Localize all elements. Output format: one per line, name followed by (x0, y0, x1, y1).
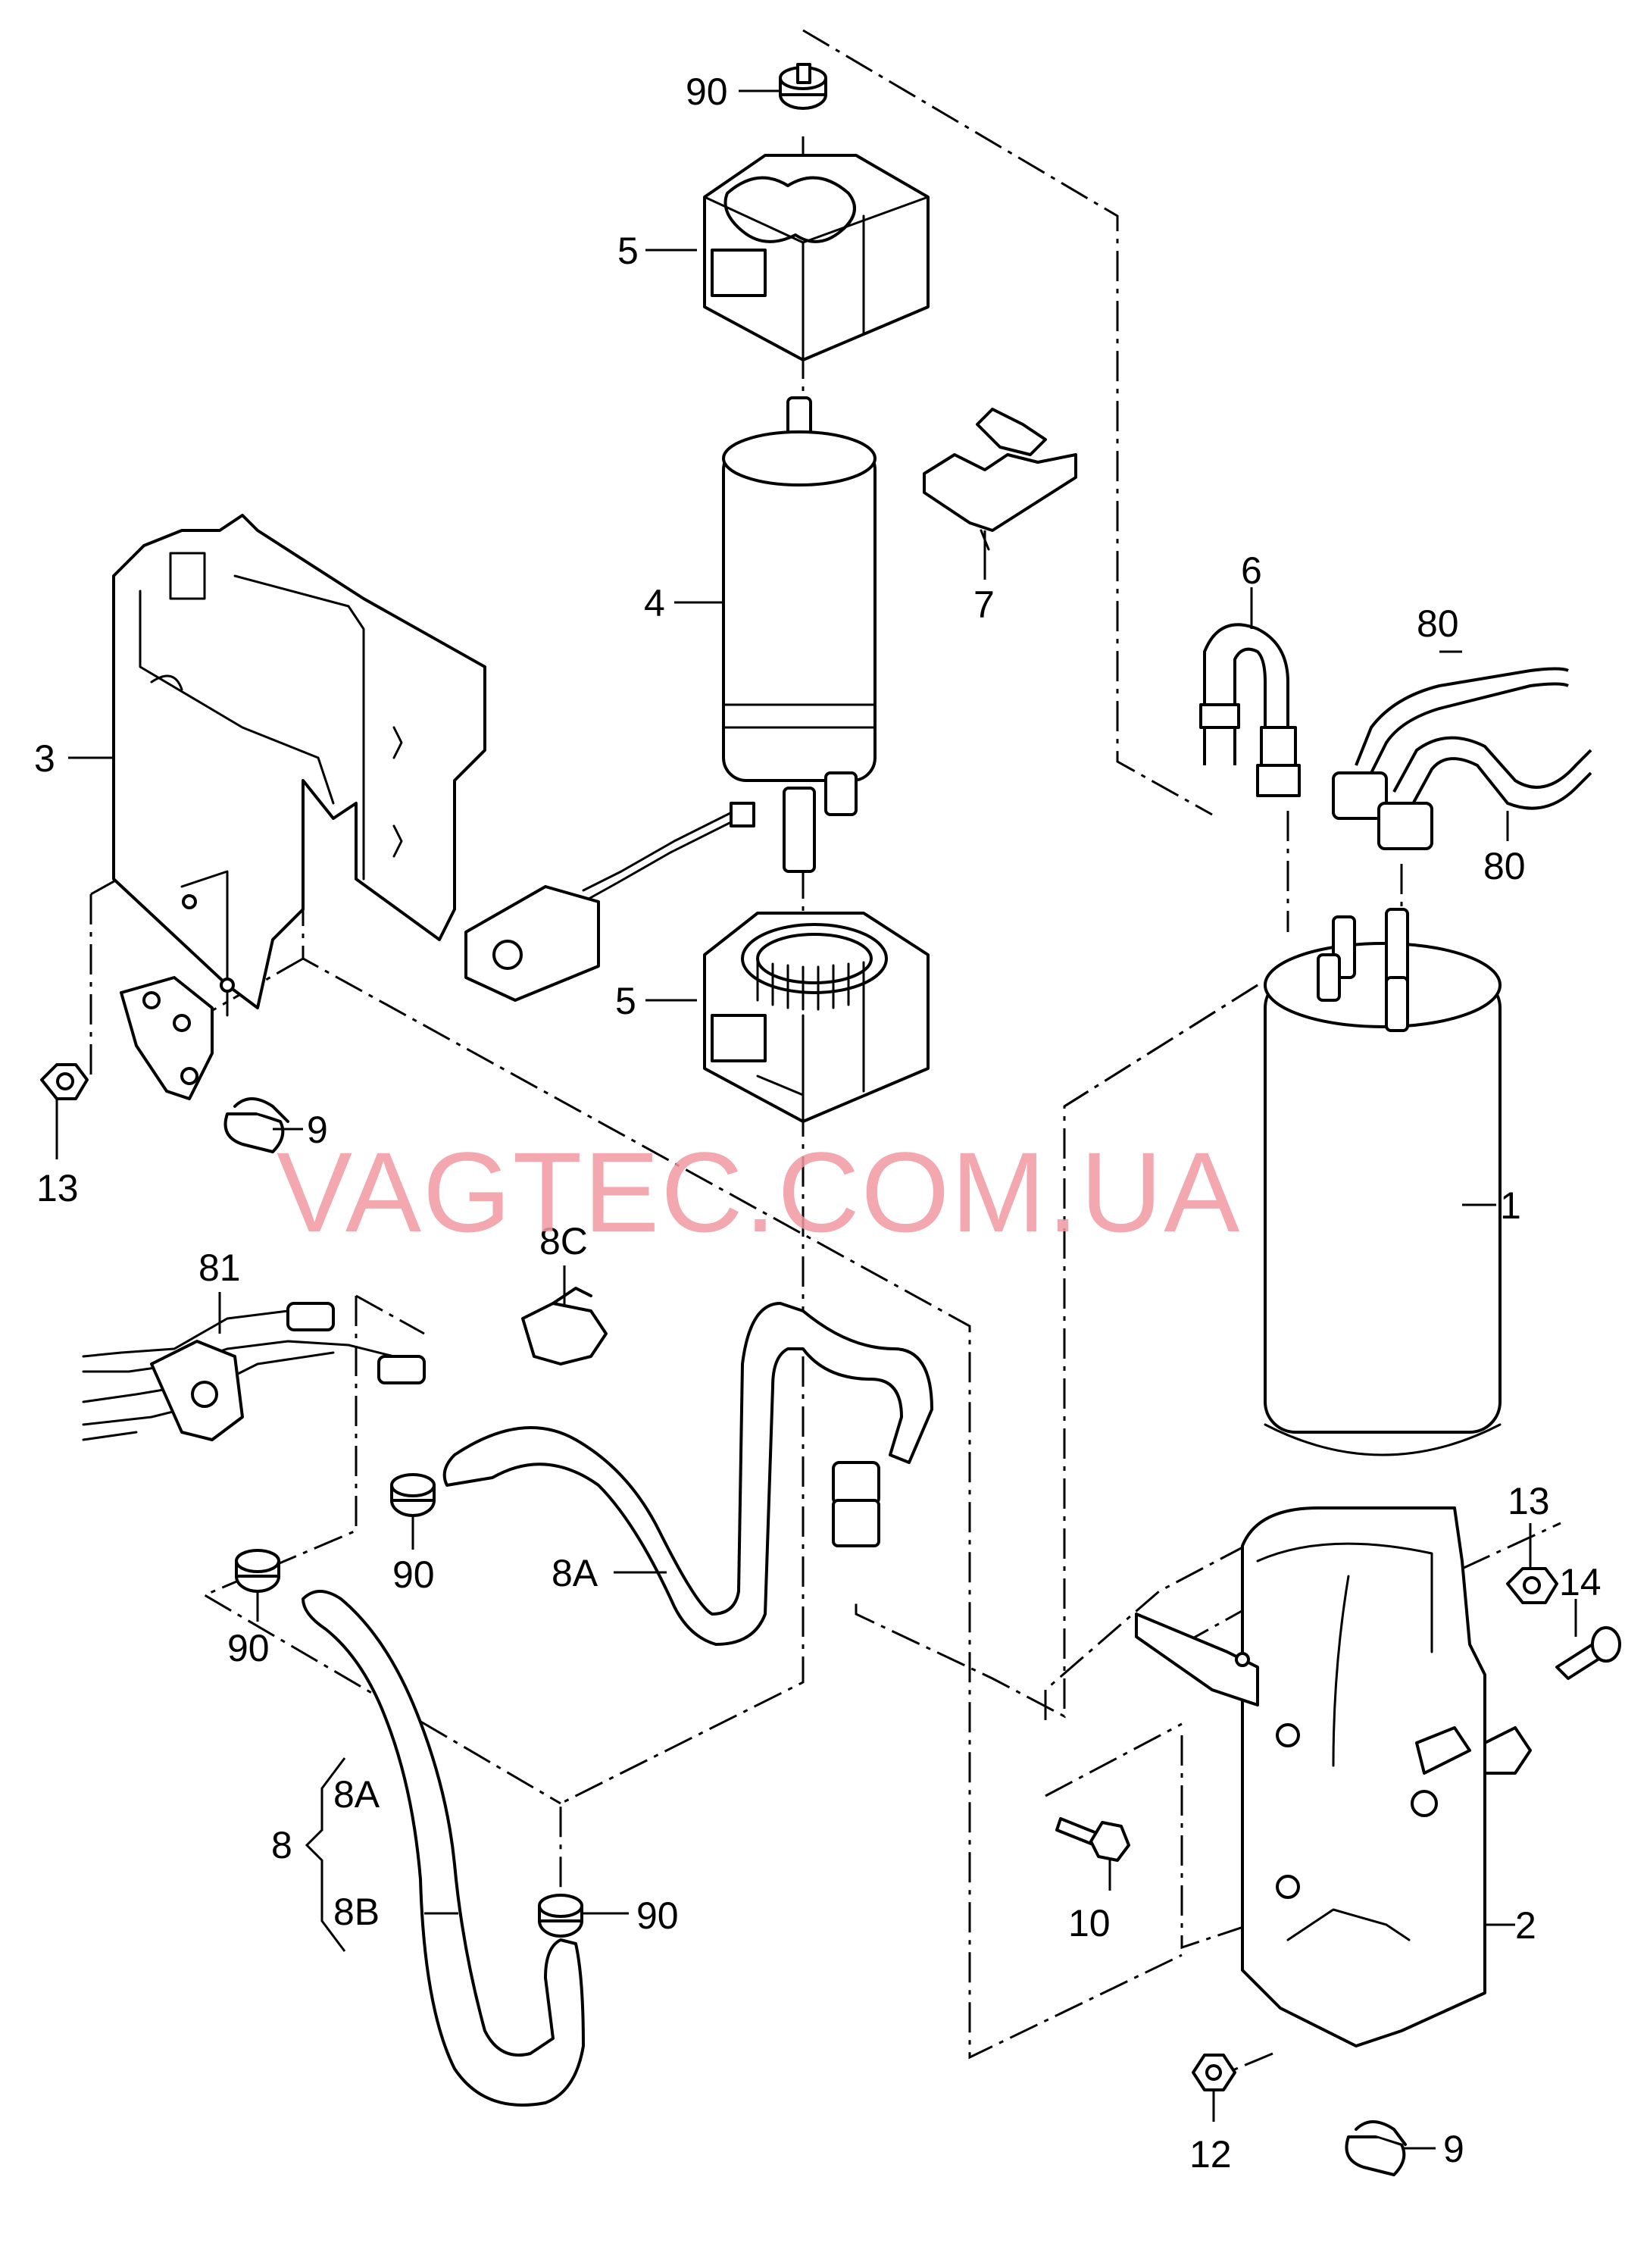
nut-13-left (40, 1063, 89, 1100)
fuel-pump-4 (464, 396, 877, 1002)
callout-4: 4 (644, 582, 665, 624)
fuel-lines-81 (82, 1302, 426, 1441)
callout-90-c: 90 (636, 1894, 679, 1937)
callout-7: 7 (973, 583, 995, 626)
leader-lines (55, 89, 1577, 2150)
hose-8A (442, 1302, 933, 1646)
hose-clamp-90-b (235, 1549, 280, 1593)
bracket-2 (1135, 1506, 1532, 2047)
bolt-14 (1555, 1626, 1621, 1680)
callout-8: 8 (271, 1824, 292, 1866)
callout-3: 3 (34, 737, 55, 780)
filter-holder-5-mid (703, 912, 930, 1123)
clip-9-right (1345, 2120, 1407, 2176)
callout-2: 2 (1515, 1904, 1536, 1947)
hose-clamp-90-a (390, 1473, 436, 1517)
nut-12 (1192, 2054, 1236, 2091)
fuel-filter-1 (1264, 908, 1502, 1456)
callout-81: 81 (198, 1247, 241, 1289)
callout-10: 10 (1068, 1902, 1111, 1944)
callout-5-mid: 5 (615, 980, 636, 1022)
callout-8A-hose: 8A (552, 1552, 598, 1594)
callout-12: 12 (1189, 2133, 1232, 2176)
callout-90-b: 90 (227, 1627, 270, 1669)
hose-8B (302, 1590, 585, 2107)
hose-clamp-90-c (538, 1894, 583, 1938)
callout-labels: 90 5 4 7 6 80 80 3 5 13 9 1 81 8C 90 8A … (34, 70, 1602, 2176)
callout-9-right: 9 (1443, 2128, 1464, 2170)
callout-14: 14 (1559, 1561, 1602, 1603)
callout-6: 6 (1241, 549, 1262, 592)
clip-8C (521, 1287, 608, 1365)
callout-8B: 8B (333, 1891, 380, 1933)
callout-80-top: 80 (1417, 602, 1459, 645)
callout-13-left: 13 (36, 1167, 79, 1209)
callout-8C: 8C (539, 1220, 588, 1262)
callout-90-a: 90 (392, 1553, 435, 1596)
clip-7 (923, 408, 1077, 551)
callout-9-left: 9 (307, 1109, 328, 1151)
callout-13-right: 13 (1508, 1480, 1550, 1522)
hose-6 (1199, 623, 1301, 797)
group-brace-8 (305, 1757, 346, 1952)
callout-1: 1 (1500, 1184, 1521, 1227)
bolt-10 (1055, 1817, 1130, 1862)
hose-clamp-90-top (779, 63, 827, 110)
watermark-text: VAGTEC.COM.UA (277, 1128, 1241, 1256)
clip-9-left (223, 1097, 289, 1153)
callout-80-bottom: 80 (1483, 845, 1526, 887)
filter-holder-5-top (703, 154, 930, 361)
callout-8A-group: 8A (333, 1773, 380, 1816)
nut-13-right (1506, 1567, 1558, 1604)
callout-5-top: 5 (617, 230, 639, 272)
fuel-lines-80 (1332, 667, 1592, 850)
bracket-3 (112, 514, 486, 1100)
callout-90-top: 90 (686, 70, 728, 113)
